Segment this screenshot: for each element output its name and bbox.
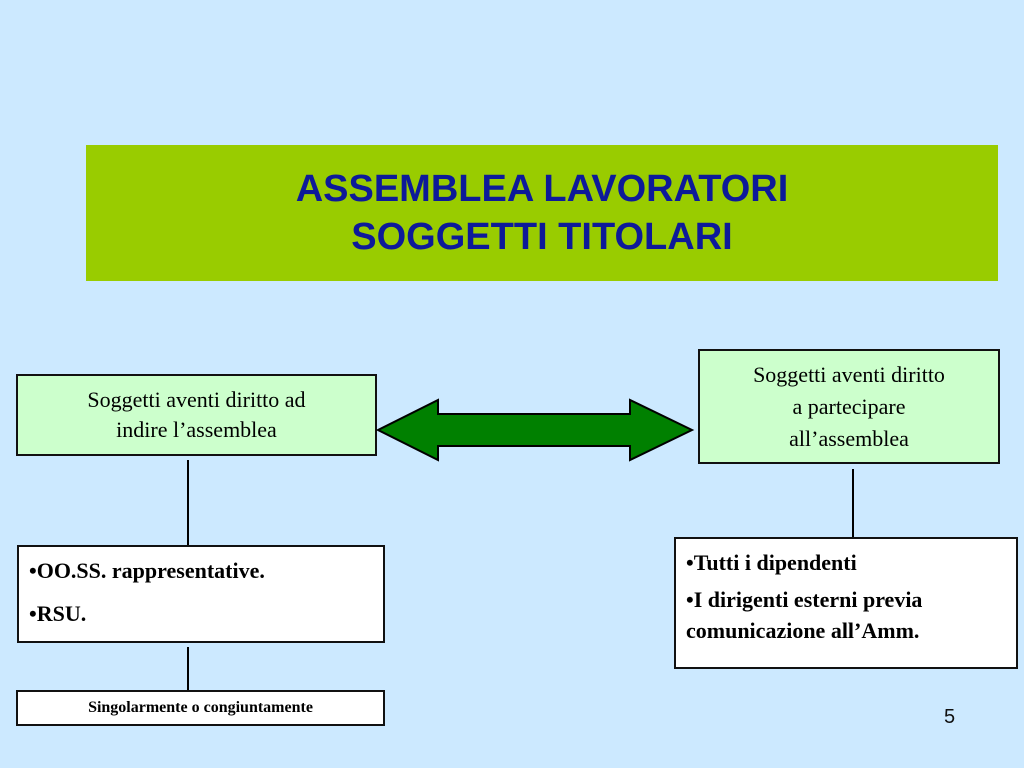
note-box: Singolarmente o congiuntamente [16,690,385,726]
node-partecipare-line-2: a partecipare [792,393,906,419]
node-indire-line-2: indire l’assemblea [116,417,277,442]
list-indire: •OO.SS. rappresentative. •RSU. [17,545,385,643]
list-item: •RSU. [29,601,87,626]
node-partecipare-line-1: Soggetti aventi diritto [753,361,945,387]
node-indire-line-1: Soggetti aventi diritto ad [87,387,306,412]
list-item: •Tutti i dipendenti [686,550,857,575]
double-arrow-connector [376,398,695,462]
title-banner: ASSEMBLEA LAVORATORI SOGGETTI TITOLARI [86,145,998,281]
connector-line-left-2 [187,647,189,690]
node-indire: Soggetti aventi diritto ad indire l’asse… [16,374,377,456]
note-text: Singolarmente o congiuntamente [88,699,313,716]
title-line-1: ASSEMBLEA LAVORATORI [295,168,789,210]
list-item: •I dirigenti esterni previa comunicazion… [686,587,923,643]
connector-line-right [852,469,854,537]
list-item: •OO.SS. rappresentative. [29,558,265,583]
node-partecipare-line-3: all’assemblea [789,425,909,451]
list-partecipare: •Tutti i dipendenti •I dirigenti esterni… [674,537,1018,669]
page-number: 5 [944,706,956,728]
node-partecipare: Soggetti aventi diritto a partecipare al… [698,349,1000,464]
title-line-2: SOGGETTI TITOLARI [351,216,733,258]
connector-line-left-1 [187,460,189,545]
